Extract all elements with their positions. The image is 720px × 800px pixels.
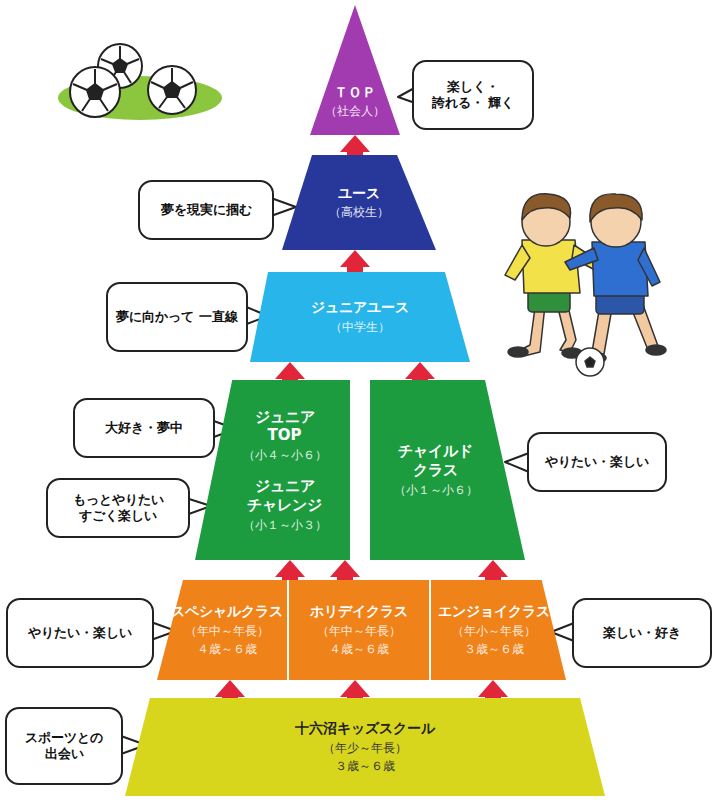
- speech-bubble: 楽しく・誇れる・ 輝く: [412, 60, 534, 130]
- class-band: ホリデイクラス （年中～年長） ４歳～６歳: [289, 580, 429, 680]
- bubble-text: やりたい・楽しい: [28, 625, 132, 641]
- speech-bubble: やりたい・楽しい: [527, 432, 667, 492]
- sub-label: ３歳～６歳: [464, 642, 524, 657]
- node-title: チャイルド クラス: [397, 442, 475, 480]
- school-band: 十六沼キッズスクール （年少～年長） ３歳～６歳: [125, 698, 605, 796]
- up-arrow: [340, 135, 370, 155]
- node-title: 十六沼キッズスクール: [295, 720, 435, 738]
- speech-bubble: 楽しい・好き: [572, 598, 712, 668]
- sub-label: （年中～年長）: [317, 624, 401, 639]
- node-title: スペシャルクラス: [171, 603, 283, 621]
- sub-label: （年中～年長）: [185, 624, 269, 639]
- up-arrow: [275, 560, 305, 580]
- sub-label: （社会人）: [325, 104, 385, 119]
- bubble-text: スポーツとの 出会い: [15, 730, 113, 763]
- up-arrow: [478, 560, 508, 580]
- child-class-box: チャイルド クラス （小１～小６）: [370, 380, 525, 560]
- sub-label: （高校生）: [329, 205, 389, 220]
- sub-label: （中学生）: [330, 320, 390, 335]
- up-arrow: [340, 680, 370, 698]
- sub-label: ３歳～６歳: [335, 759, 395, 774]
- class-band: スペシャルクラス （年中～年長） ４歳～６歳: [157, 580, 287, 680]
- shape-fill: [310, 5, 400, 135]
- shape-fill: [125, 698, 605, 796]
- shape-fill: [195, 380, 350, 560]
- shape: [282, 155, 436, 250]
- youth-band: ユース （高校生）: [282, 155, 436, 250]
- shape-fill: [250, 272, 470, 362]
- shape: [250, 272, 470, 362]
- shape-fill: [431, 580, 566, 680]
- bubble-text: 夢を現実に掴む: [161, 202, 252, 218]
- shape: [195, 380, 350, 560]
- sub-label: ４歳～６歳: [329, 642, 389, 657]
- up-arrow: [215, 680, 245, 698]
- shape-fill: [289, 580, 429, 680]
- speech-bubble: スポーツとの 出会い: [5, 707, 123, 785]
- sub-label: （小１～小６）: [394, 483, 478, 498]
- bubble-text: やりたい・楽しい: [545, 454, 649, 470]
- soccer-balls: [70, 44, 196, 117]
- node-title: ホリデイクラス: [310, 603, 408, 621]
- node-title: ジュニアユース: [311, 299, 409, 317]
- class-band: エンジョイクラス （年小～年長） ３歳～６歳: [431, 580, 566, 680]
- node-title: ジュニア チャレンジ: [246, 477, 324, 515]
- sub-label: （小１～小３）: [243, 518, 327, 533]
- up-arrow: [478, 680, 508, 698]
- junior-youth-band: ジュニアユース （中学生）: [250, 272, 470, 362]
- node-title: ジュニア TOP: [246, 408, 324, 446]
- speech-bubble: 大好き・夢中: [73, 398, 215, 458]
- bubble-text: 大好き・夢中: [105, 420, 183, 436]
- node-title: ユース: [338, 185, 380, 203]
- sub-label: ４歳～６歳: [197, 642, 257, 657]
- up-arrow: [275, 362, 305, 380]
- node-title: エンジョイクラス: [438, 603, 550, 621]
- up-arrow: [405, 362, 435, 380]
- bubble-text: 楽しく・誇れる・ 輝く: [422, 79, 524, 112]
- bubble-text: 楽しい・好き: [603, 625, 681, 641]
- bubble-text: 夢に向かって 一直線: [116, 309, 238, 325]
- sub-label: （年小～年長）: [452, 624, 536, 639]
- speech-bubble: 夢に向かって 一直線: [106, 282, 248, 352]
- speech-bubble: もっとやりたい すごく楽しい: [46, 478, 190, 538]
- speech-bubble: やりたい・楽しい: [6, 598, 154, 668]
- node-title: ＴＯＰ: [334, 84, 376, 102]
- shape-fill: [157, 580, 287, 680]
- junior-box: ジュニア TOP （小４～小６） ジュニア チャレンジ （小１～小３）: [195, 380, 350, 560]
- bubble-text: もっとやりたい すごく楽しい: [56, 492, 180, 525]
- sub-label: （小４～小６）: [243, 448, 327, 463]
- shape-fill: [370, 380, 525, 560]
- up-arrow: [330, 560, 360, 580]
- speech-bubble: 夢を現実に掴む: [138, 180, 274, 240]
- kids-illustration: [505, 194, 666, 376]
- up-arrow: [340, 250, 370, 272]
- shape-fill: [282, 155, 436, 250]
- sub-label: （年少～年長）: [323, 741, 407, 756]
- top-triangle: ＴＯＰ （社会人）: [310, 5, 400, 135]
